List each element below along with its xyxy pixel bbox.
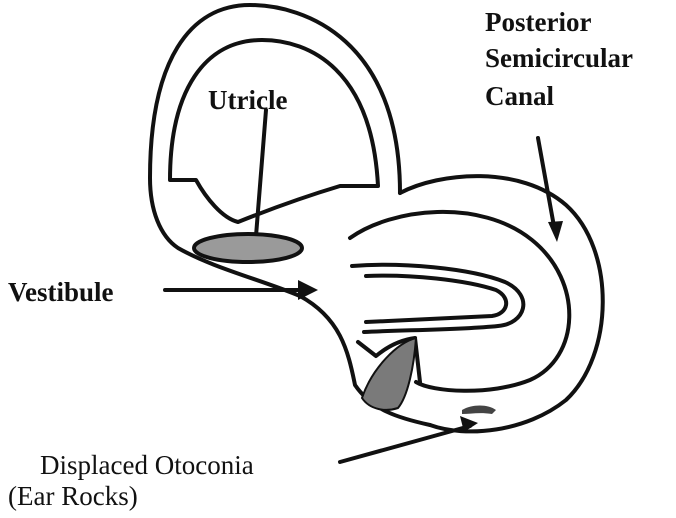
otoconia-label-line2: (Ear Rocks)	[8, 482, 138, 510]
canal-inner-outline	[170, 40, 378, 222]
canal-lumen-inner	[366, 276, 506, 322]
posterior-arrowhead	[548, 221, 563, 242]
otoconia-pointer-line	[340, 426, 470, 462]
posterior-label-line1: Posterior	[485, 8, 591, 36]
otoconia-specks	[462, 406, 496, 415]
posterior-label-line3: Canal	[485, 82, 554, 110]
utricle-pointer-line	[256, 110, 266, 236]
posterior-canal-pointer-line	[538, 138, 555, 232]
otoconia-label-line1: Displaced Otoconia	[40, 451, 254, 479]
vestibule-label: Vestibule	[8, 278, 114, 306]
utricle-label: Utricle	[208, 86, 287, 114]
posterior-label-line2: Semicircular	[485, 44, 633, 72]
vestibule-arrowhead	[298, 280, 318, 300]
utricle-oval	[194, 234, 302, 262]
posterior-canal-outer	[400, 176, 603, 431]
